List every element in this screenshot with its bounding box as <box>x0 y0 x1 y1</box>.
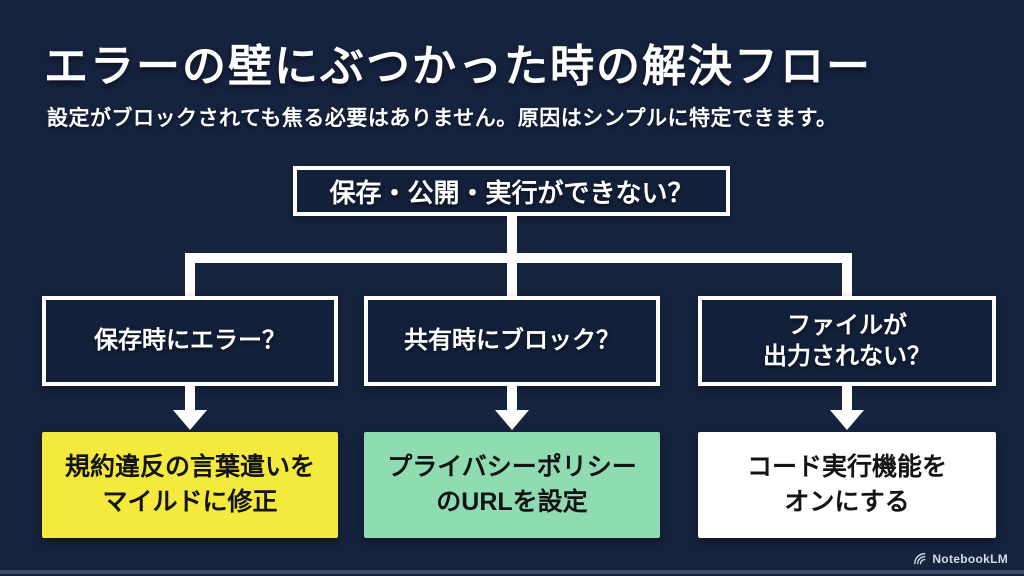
brand-footer: NotebookLM <box>913 552 1008 566</box>
connector-drop-center <box>507 253 517 298</box>
connector-root-vertical <box>507 214 517 258</box>
question-box-save-error: 保存時にエラー？ <box>42 296 338 386</box>
root-question-label: 保存・公開・実行ができない？ <box>329 177 694 208</box>
root-question-box: 保存・公開・実行ができない？ <box>293 166 730 216</box>
answer-box-fix-wording: 規約違反の言葉遣いを マイルドに修正 <box>42 432 338 538</box>
answer-label-line: オンにする <box>784 488 910 516</box>
brand-label: NotebookLM <box>932 552 1008 566</box>
notebooklm-logo-icon <box>913 552 927 566</box>
question-label-line: 保存時にエラー？ <box>94 327 286 355</box>
answer-label-line: マイルドに修正 <box>102 488 278 516</box>
answer-box-privacy-url: プライバシーポリシー のURLを設定 <box>364 432 660 538</box>
question-label-line: 出力されない？ <box>763 343 931 370</box>
answer-label-line: プライバシーポリシー <box>387 453 637 481</box>
connector-drop-left <box>185 253 195 298</box>
arrow-down-icon <box>830 410 864 430</box>
answer-box-enable-code-exec: コード実行機能を オンにする <box>698 432 996 538</box>
arrow-down-icon <box>495 410 529 430</box>
answer-label-line: 規約違反の言葉遣いを <box>64 453 315 481</box>
arrow-down-icon <box>842 384 852 412</box>
connector-horizontal-bar <box>185 253 852 263</box>
question-label-line: ファイルが <box>787 311 907 339</box>
page-title: エラーの壁にぶつかった時の解決フロー <box>44 42 872 91</box>
question-box-share-block: 共有時にブロック？ <box>364 296 660 386</box>
arrow-down-icon <box>507 384 517 412</box>
answer-label-line: のURLを設定 <box>436 488 588 516</box>
question-box-file-output: ファイルが 出力されない？ <box>698 296 996 386</box>
connector-drop-right <box>842 253 852 298</box>
question-label-line: 共有時にブロック？ <box>404 327 620 355</box>
arrow-down-icon <box>185 384 195 412</box>
answer-label-line: コード実行機能を <box>746 453 947 481</box>
bottom-edge-divider <box>0 570 1024 574</box>
page-subtitle: 設定がブロックされても焦る必要はありません。原因はシンプルに特定できます。 <box>47 107 838 130</box>
arrow-down-icon <box>173 410 207 430</box>
